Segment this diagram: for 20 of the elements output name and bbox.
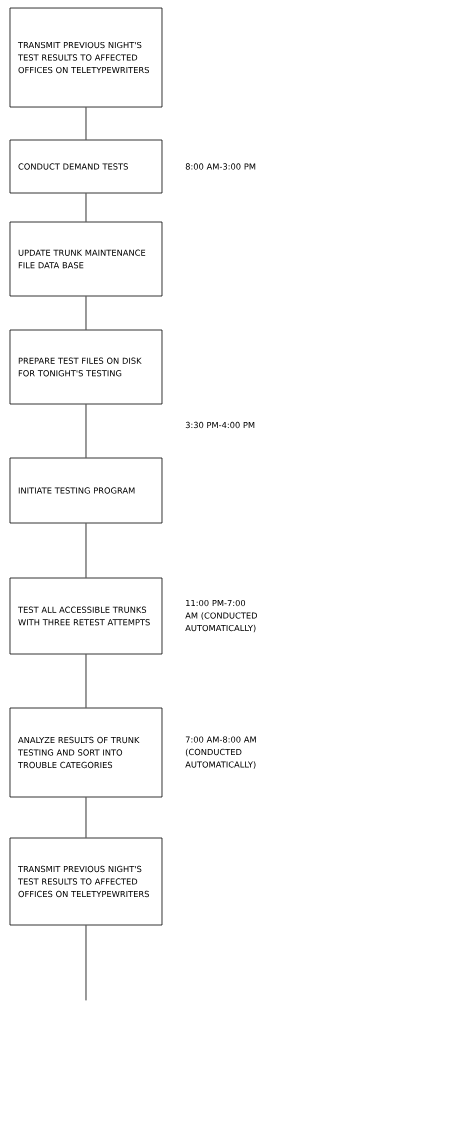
connector-line xyxy=(85,296,87,330)
process-box: TRANSMIT PREVIOUS NIGHT'S TEST RESULTS TO AFFECTED OFFICES ON TELETYPEWRITERS xyxy=(9,7,163,108)
connector-line xyxy=(85,193,87,222)
connector-line xyxy=(85,925,87,1001)
process-box: UPDATE TRUNK MAINTENANCE FILE DATA BASE xyxy=(9,221,163,297)
process-box: CONDUCT DEMAND TESTS xyxy=(9,139,163,194)
time-note: 8:00 AM-3:00 PM xyxy=(185,163,256,170)
process-box: TEST ALL ACCESSIBLE TRUNKS WITH THREE RETEST ATTEMPTS xyxy=(9,577,163,655)
process-box: INITIATE TESTING PROGRAM xyxy=(9,457,163,524)
connector-line xyxy=(85,654,87,708)
connector-line xyxy=(85,404,87,458)
process-box: PREPARE TEST FILES ON DISK FOR TONIGHT'S TESTING xyxy=(9,329,163,405)
connector-line xyxy=(85,797,87,838)
time-note: 3:30 PM-4:00 PM xyxy=(185,421,255,429)
connector-line xyxy=(85,523,87,578)
process-box: ANALYZE RESULTS OF TRUNK TESTING AND SORT INTO TROUBLE CATEGORIES xyxy=(9,707,163,798)
time-note: 11:00 PM-7:00 AM (CONDUCTED AUTOMATICALLY) xyxy=(185,599,258,633)
process-box: TRANSMIT PREVIOUS NIGHT'S TEST RESULTS TO AFFECTED OFFICES ON TELETYPEWRITERS xyxy=(9,837,163,926)
time-note: 7:00 AM-8:00 AM (CONDUCTED AUTOMATICALLY) xyxy=(185,736,256,769)
connector-line xyxy=(85,107,87,140)
